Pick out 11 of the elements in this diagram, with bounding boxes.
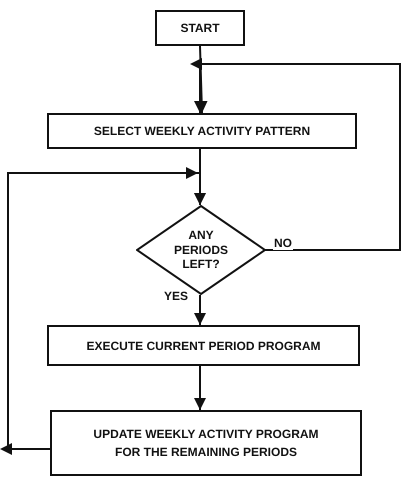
start-box bbox=[155, 10, 245, 46]
node-text: UPDATE WEEKLY ACTIVITY PROGRAM FOR THE REMAINING PERIODS bbox=[92, 426, 320, 461]
edge-label: YES bbox=[163, 289, 190, 303]
process-box bbox=[47, 113, 357, 149]
edge-label: NO bbox=[273, 236, 293, 250]
node-text: START bbox=[180, 20, 220, 37]
process-box bbox=[47, 325, 360, 366]
node-text: EXECUTE CURRENT PERIOD PROGRAM bbox=[86, 338, 321, 354]
node-text: SELECT WEEKLY ACTIVITY PATTERN bbox=[94, 123, 310, 140]
node-text: ANY PERIODS LEFT? bbox=[172, 228, 229, 272]
process-box bbox=[50, 410, 362, 476]
